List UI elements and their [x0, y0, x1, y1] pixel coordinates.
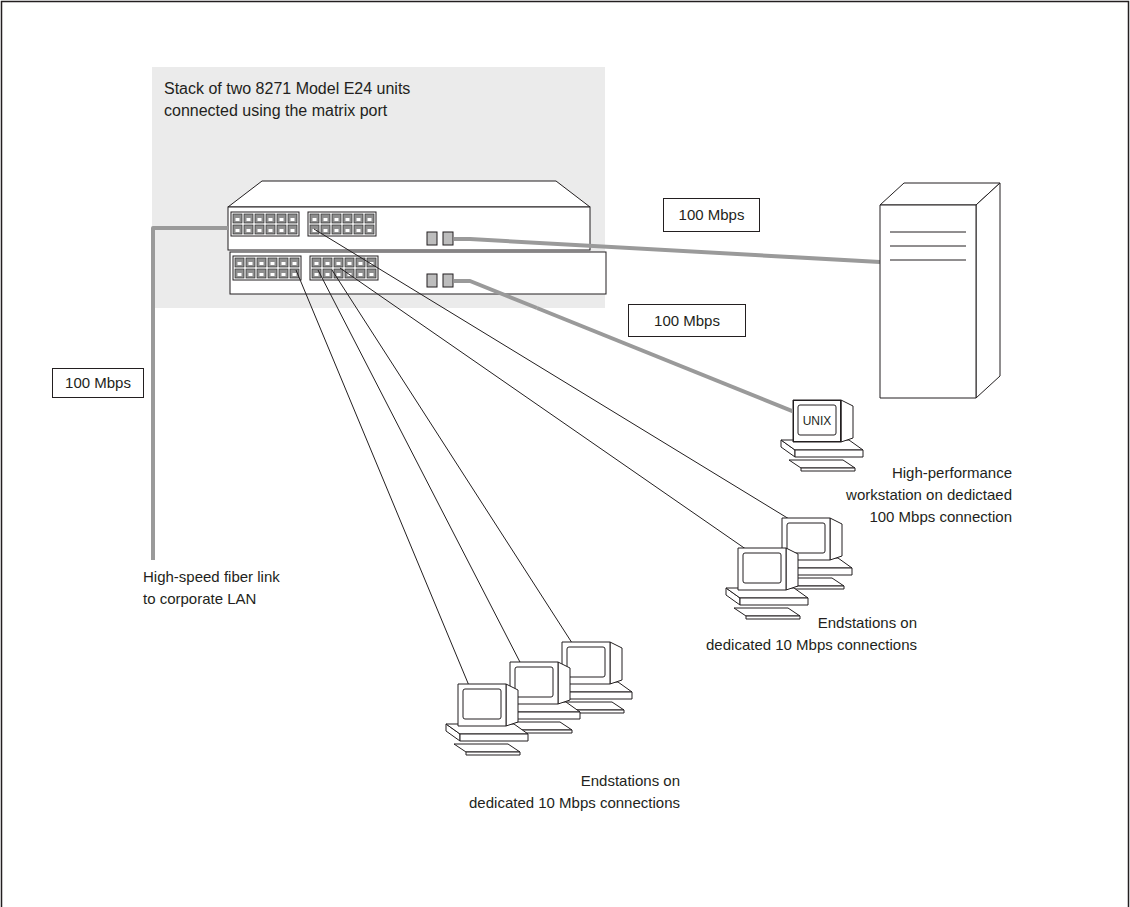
endstation-cables: [296, 229, 794, 688]
screen-text: UNIX: [803, 414, 832, 428]
port-block-outline: [308, 212, 376, 236]
drive-bay: [890, 232, 966, 233]
fiber-cable: [153, 228, 228, 560]
port-block: [232, 213, 298, 235]
speed-box: 100 Mbps: [52, 368, 144, 398]
text-line: Endstations on: [706, 612, 917, 634]
text-line: 100 Mbps: [65, 373, 131, 393]
switch-stack: [228, 181, 606, 294]
text-line: 100 Mbps: [679, 205, 745, 225]
text-line: Endstations on: [469, 770, 680, 792]
node-grounds: [152, 67, 605, 308]
fiber-port: [443, 274, 453, 287]
fiber-port: [427, 274, 437, 287]
endstation-note: Endstations on dedicated 10 Mbps connect…: [706, 612, 917, 656]
text-line: UNIX: [803, 414, 832, 428]
port-block-outline: [233, 256, 301, 280]
port-block-outline: [310, 256, 378, 280]
text-line: Stack of two 8271 Model E24 units: [164, 78, 593, 100]
text-line: dedicated 10 Mbps connections: [706, 634, 917, 656]
speed-box: 100 Mbps: [663, 198, 760, 232]
endstation-pc: [446, 684, 528, 755]
drive-bay: [890, 260, 966, 261]
server-side: [976, 183, 1000, 398]
workstation-cable: [454, 281, 537, 308]
workstation-note: High-performance workstation on dedictae…: [846, 462, 1012, 528]
region-ground: [152, 67, 605, 308]
region-heading: Stack of two 8271 Model E24 units connec…: [164, 78, 593, 122]
endstation-note: Endstations on dedicated 10 Mbps connect…: [469, 770, 680, 814]
fiber-port: [427, 232, 437, 245]
server-tower: [880, 183, 1000, 398]
endstation-pc: [726, 548, 808, 619]
stack-region: Stack of two 8271 Model E24 units connec…: [152, 67, 605, 308]
endstation-cable: [314, 229, 794, 522]
text-line: High-performance: [846, 462, 1012, 484]
fiber-port: [443, 232, 453, 245]
text-line: workstation on dedictaed: [846, 484, 1012, 506]
endstation-cable: [296, 270, 470, 688]
speed-text: 100 Mbps: [65, 373, 131, 393]
link-note: High-speed fiber link to corporate LAN: [143, 566, 280, 610]
text-line: connected using the matrix port: [164, 100, 593, 122]
workstation-monitor: UNIX: [793, 400, 841, 442]
switch-top: [228, 181, 590, 207]
server-cable: [454, 239, 880, 262]
endstation-cable: [332, 270, 574, 646]
switch-front: [230, 252, 606, 294]
text-line: to corporate LAN: [143, 588, 280, 610]
drive-bay: [890, 246, 966, 247]
speed-text: 100 Mbps: [654, 311, 720, 331]
workstation-pc: [781, 400, 863, 471]
server-front: [880, 205, 976, 398]
text-line: 100 Mbps connection: [846, 506, 1012, 528]
network-link: [537, 308, 793, 411]
text-line: 100 Mbps: [654, 311, 720, 331]
endstation-cable: [318, 270, 522, 666]
speed-text: 100 Mbps: [679, 205, 745, 225]
port-block: [234, 257, 300, 279]
port-block-outline: [231, 212, 299, 236]
text-line: dedicated 10 Mbps connections: [469, 792, 680, 814]
speed-box: 100 Mbps: [628, 304, 746, 337]
fast-links: [153, 228, 880, 560]
text-line: High-speed fiber link: [143, 566, 280, 588]
